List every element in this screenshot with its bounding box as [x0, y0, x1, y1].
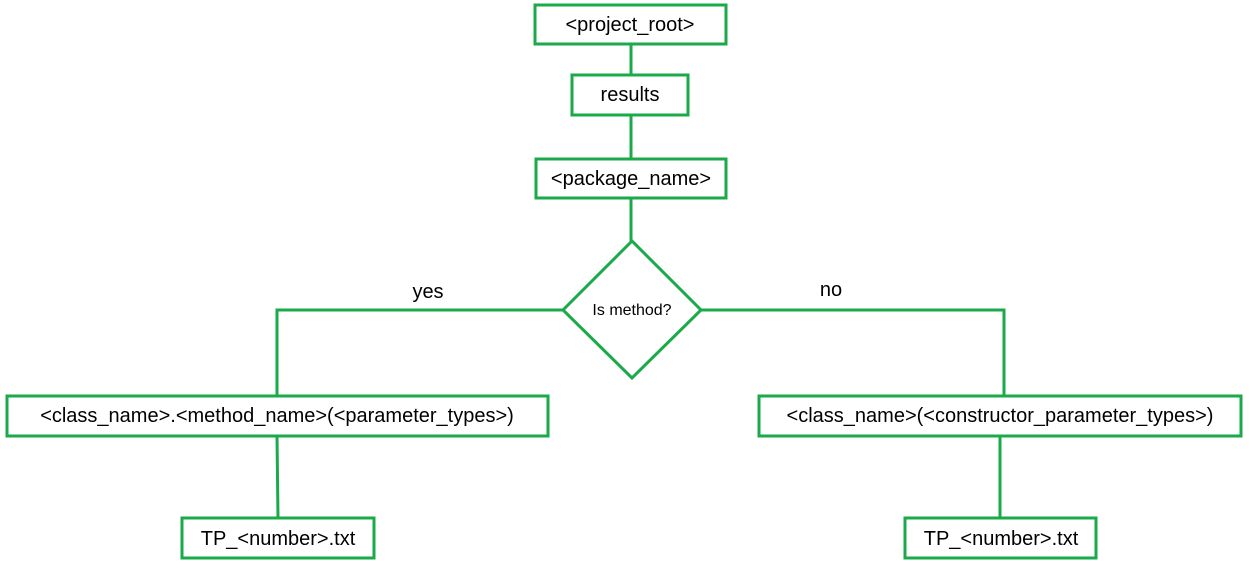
- results-node: results: [570, 73, 690, 117]
- constructor-path-label: <class_name>(<constructor_parameter_type…: [787, 405, 1214, 427]
- method-path-label: <class_name>.<method_name>(<parameter_ty…: [40, 405, 514, 427]
- tp-file-left-node: TP_<number>.txt: [180, 516, 376, 560]
- decision-node: Is method?: [560, 238, 704, 381]
- method-path-node: <class_name>.<method_name>(<parameter_ty…: [5, 394, 550, 438]
- package-name-node: <package_name>: [534, 157, 728, 200]
- no-label: no: [820, 279, 842, 301]
- decision-label: Is method?: [592, 302, 671, 319]
- tp-file-right-label: TP_<number>.txt: [924, 528, 1079, 550]
- edge-decision-yes: [275, 308, 563, 396]
- connectors: [275, 44, 1006, 519]
- results-label: results: [601, 84, 660, 106]
- edge-method-to-tp-left: [275, 435, 280, 519]
- tp-file-left-label: TP_<number>.txt: [201, 528, 356, 550]
- tp-file-right-node: TP_<number>.txt: [903, 516, 1098, 560]
- yes-label: yes: [412, 281, 443, 303]
- project-root-node: <project_root>: [533, 3, 728, 46]
- package-name-label: <package_name>: [551, 168, 711, 190]
- project-root-label: <project_root>: [566, 14, 695, 36]
- edge-decision-no: [701, 308, 1006, 396]
- constructor-path-node: <class_name>(<constructor_parameter_type…: [757, 394, 1243, 438]
